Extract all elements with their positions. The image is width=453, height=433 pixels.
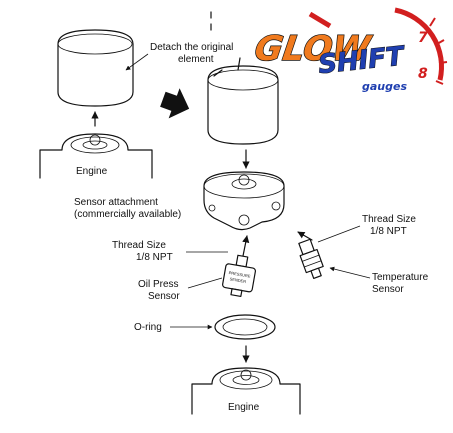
temp-sensor-up-arrow-icon <box>297 231 313 241</box>
gauge-numeral-top: 7 <box>418 30 428 46</box>
temp-sensor-leader-line <box>329 266 371 279</box>
gauge-ticks-icon <box>429 17 448 85</box>
gauge-needle-icon <box>308 11 332 29</box>
engine-top-label: Engine <box>76 166 108 177</box>
temperature-sensor <box>298 238 324 280</box>
oil-sensor-leader-line <box>187 277 223 289</box>
thread-size-left-label: Thread Size <box>112 240 166 251</box>
thread-right-leader-line <box>317 225 361 243</box>
temperature-sensor-label: Temperature <box>372 272 429 283</box>
engine-bottom-label: Engine <box>228 402 260 413</box>
sensor-body-text-cont: SENDER <box>229 276 246 284</box>
oil-press-sensor-label-cont: Sensor <box>148 291 180 302</box>
oil-sensor-up-arrow-icon <box>242 235 250 257</box>
sensor-attachment-label-cont: (commercially available) <box>74 209 181 220</box>
logo-word-glow: GLOW <box>252 29 375 69</box>
logo-word-gauges: gauges <box>362 80 407 93</box>
detach-leader-line <box>125 53 149 71</box>
glowshift-logo: 7 8 GLOW SHIFT gauges <box>252 7 448 93</box>
sensor-attachment-label: Sensor attachment <box>74 197 158 208</box>
original-filter <box>57 29 134 107</box>
temperature-sensor-label-cont: Sensor <box>372 284 404 295</box>
thread-size-right-label: Thread Size <box>362 214 416 225</box>
engine-bottom <box>191 367 301 415</box>
gauge-arc-icon <box>394 7 445 81</box>
thread-size-right-value: 1/8 NPT <box>370 226 407 237</box>
detach-label: Detach the original <box>150 42 233 53</box>
o-ring-label: O-ring <box>134 322 162 333</box>
o-ring <box>214 314 276 340</box>
oil-press-sensor-label: Oil Press <box>138 279 179 290</box>
engine-top <box>39 133 153 179</box>
detach-label-cont: element <box>178 54 214 65</box>
sensor-attachment <box>203 171 285 231</box>
sensor-body-text: PRESSURE <box>228 270 251 279</box>
gauge-numeral-bottom: 8 <box>418 66 428 82</box>
process-arrow-icon <box>160 88 190 119</box>
thread-size-left-value: 1/8 NPT <box>136 252 173 263</box>
oil-pressure-sensor: PRESSURE SENDER <box>222 254 256 298</box>
relocated-filter <box>207 57 279 145</box>
